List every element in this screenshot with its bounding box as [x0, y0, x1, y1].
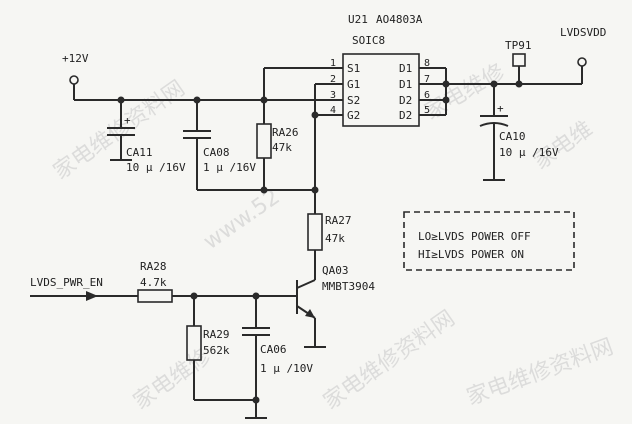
note-line-off: LO≥LVDS POWER OFF [418, 230, 531, 243]
polarity-plus-icon: + [497, 102, 504, 115]
vout-label: LVDSVDD [560, 26, 606, 39]
ic-designator: U21 [348, 13, 368, 26]
ra26-value: 47k [272, 141, 292, 154]
enable-input: LVDS_PWR_EN [30, 276, 138, 301]
pin-name: D1 [399, 62, 412, 75]
ca11-value: 10 μ /16V [126, 161, 186, 174]
vin-label: +12V [62, 52, 89, 65]
qa03-value: MMBT3904 [322, 280, 375, 293]
resistor-ra27: RA27 47k [307, 190, 352, 280]
pin-name: S1 [347, 62, 360, 75]
junction-dot [260, 186, 268, 194]
ra29-value: 562k [203, 344, 230, 357]
watermark-text: 家电维修资料网 [319, 306, 460, 415]
ra28-ref: RA28 [140, 260, 167, 273]
emitter-arrow-icon [305, 309, 315, 318]
pin-number: 7 [424, 74, 430, 85]
pin-number: 6 [424, 90, 430, 101]
pin-name: D2 [399, 94, 412, 107]
pin-name: G1 [347, 78, 360, 91]
logic-note: LO≥LVDS POWER OFF HI≥LVDS POWER ON [403, 211, 575, 271]
pin-number: 5 [424, 105, 430, 116]
ic-package: SOIC8 [352, 34, 385, 47]
vin-terminal [69, 75, 79, 85]
pin-name: D1 [399, 78, 412, 91]
ca06-value: 1 μ /10V [260, 362, 313, 375]
ic-u21: U21 AO4803A SOIC8 1 2 3 4 S1 G1 S2 G2 D1… [330, 13, 450, 127]
note-frame [403, 211, 575, 271]
watermark-text: www.52 [199, 185, 285, 255]
pin-number: 4 [330, 105, 336, 116]
testpoint-pad [512, 53, 526, 67]
capacitor-ca08: CA08 1 μ /16V [183, 100, 256, 190]
pin-name: D2 [399, 109, 412, 122]
capacitor-ca10: + CA10 10 μ /16V [479, 84, 559, 181]
resistor-ra28: RA28 4.7k [137, 260, 297, 303]
resistor-ra26: RA26 47k [256, 100, 299, 190]
ra29-ref: RA29 [203, 328, 230, 341]
pin-number: 3 [330, 90, 336, 101]
input-arrow-icon [86, 291, 98, 301]
pin-number: 2 [330, 74, 336, 85]
ca10-value: 10 μ /16V [499, 146, 559, 159]
ca06-ref: CA06 [260, 343, 287, 356]
junction-dot [515, 80, 523, 88]
ra26-ref: RA26 [272, 126, 299, 139]
ca10-ref: CA10 [499, 130, 526, 143]
ic-body [342, 53, 420, 127]
resistor-ra29: RA29 562k [186, 296, 230, 400]
pin-number: 1 [330, 58, 336, 69]
ca11-ref: CA11 [126, 146, 153, 159]
watermark-text: 家电维修资料网 [464, 334, 617, 410]
vout-net: LVDSVDD [446, 26, 606, 85]
ra28-value: 4.7k [140, 276, 167, 289]
junction-dot [311, 111, 319, 119]
capacitor-ca11: + CA11 10 μ /16V [107, 100, 186, 174]
ra27-ref: RA27 [325, 214, 352, 227]
ic-part: AO4803A [376, 13, 423, 26]
vin-net: +12V [62, 52, 343, 101]
testpoint-tp91: TP91 [505, 39, 532, 84]
junction-dot [442, 96, 450, 104]
capacitor-ca06: CA06 1 μ /10V [242, 296, 313, 400]
pin-name: S2 [347, 94, 360, 107]
ca08-ref: CA08 [203, 146, 230, 159]
ra27-value: 47k [325, 232, 345, 245]
pin-name: G2 [347, 109, 360, 122]
enable-label: LVDS_PWR_EN [30, 276, 103, 289]
vout-terminal [577, 57, 587, 67]
note-line-on: HI≥LVDS POWER ON [418, 248, 524, 261]
transistor-qa03: QA03 MMBT3904 [296, 264, 375, 348]
pin-number: 8 [424, 58, 430, 69]
testpoint-label: TP91 [505, 39, 532, 52]
ca08-value: 1 μ /16V [203, 161, 256, 174]
polarity-plus-icon: + [124, 114, 131, 127]
qa03-ref: QA03 [322, 264, 349, 277]
